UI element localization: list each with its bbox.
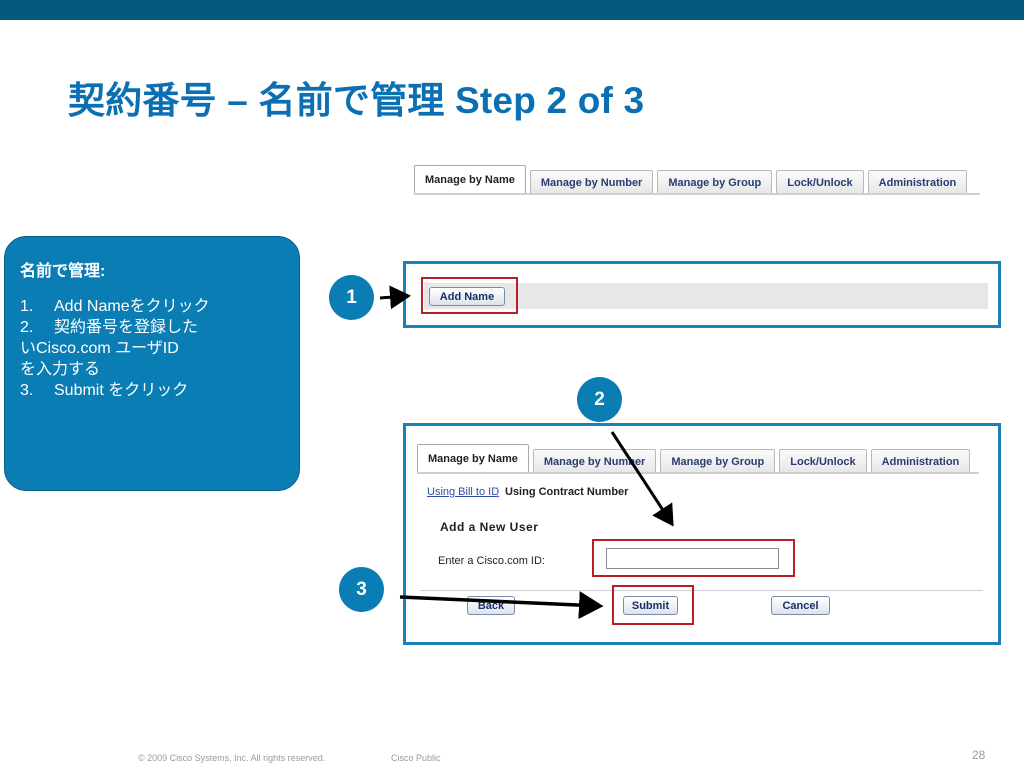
cisco-id-label: Enter a Cisco.com ID: xyxy=(438,555,545,567)
form-tab-administration[interactable]: Administration xyxy=(870,449,971,473)
instruction-line: 1.Add Nameをクリック xyxy=(20,298,210,315)
using-bill-to-id-link[interactable]: Using Bill to ID xyxy=(427,486,500,498)
instruction-line: いCisco.com ユーザID xyxy=(20,340,179,357)
arrow-to-submit xyxy=(399,591,604,620)
page-number: 28 xyxy=(972,748,986,762)
cisco-id-input[interactable] xyxy=(606,548,779,569)
slide-title: 契約番号 – 名前で管理 Step 2 of 3 xyxy=(68,80,645,121)
tab-manage-by-group[interactable]: Manage by Group xyxy=(657,170,773,194)
cisco-id-highlight xyxy=(592,539,795,577)
arrow-to-add-name xyxy=(379,285,411,310)
tab-administration[interactable]: Administration xyxy=(867,170,968,194)
step-1-badge: 1 xyxy=(329,275,374,320)
instruction-line: 3.Submit をクリック xyxy=(20,382,189,399)
step-3-badge: 3 xyxy=(339,567,384,612)
tab-lock-unlock[interactable]: Lock/Unlock xyxy=(776,170,864,194)
using-contract-number-label: Using Contract Number xyxy=(505,486,629,498)
form-tab-manage-by-name[interactable]: Manage by Name xyxy=(417,444,529,473)
subnav-separator: | xyxy=(496,486,499,498)
cancel-button[interactable]: Cancel xyxy=(771,596,830,615)
action-bar xyxy=(424,283,988,309)
top-band xyxy=(0,0,1024,20)
tab-underline xyxy=(414,193,980,195)
instructions-box: 名前で管理: 1.Add Nameをクリック 2.契約番号を登録した いCisc… xyxy=(4,236,300,491)
instruction-line: を入力する xyxy=(20,361,101,378)
instructions-list: 1.Add Nameをクリック 2.契約番号を登録した いCisco.com ユ… xyxy=(20,296,285,401)
submit-highlight xyxy=(612,585,694,625)
top-tab-strip: Manage by Name Manage by Number Manage b… xyxy=(414,165,971,194)
tab-manage-by-number[interactable]: Manage by Number xyxy=(529,170,654,194)
form-tab-lock-unlock[interactable]: Lock/Unlock xyxy=(779,449,867,473)
instructions-heading: 名前で管理: xyxy=(20,263,106,280)
form-tab-manage-by-group[interactable]: Manage by Group xyxy=(660,449,776,473)
submit-button[interactable]: Submit xyxy=(623,596,678,615)
add-name-highlight xyxy=(421,277,518,314)
add-name-button[interactable]: Add Name xyxy=(429,287,505,306)
section-heading: Add a New User xyxy=(440,520,539,534)
copyright-text: © 2009 Cisco Systems, Inc. All rights re… xyxy=(138,753,326,763)
classification-text: Cisco Public xyxy=(391,753,441,763)
instruction-line: 2.契約番号を登録した xyxy=(20,319,199,336)
form-tab-underline xyxy=(417,472,979,474)
tab-manage-by-name[interactable]: Manage by Name xyxy=(414,165,526,194)
arrow-to-cisco-id xyxy=(610,431,674,527)
form-divider xyxy=(420,590,983,591)
step-2-badge: 2 xyxy=(577,377,622,422)
